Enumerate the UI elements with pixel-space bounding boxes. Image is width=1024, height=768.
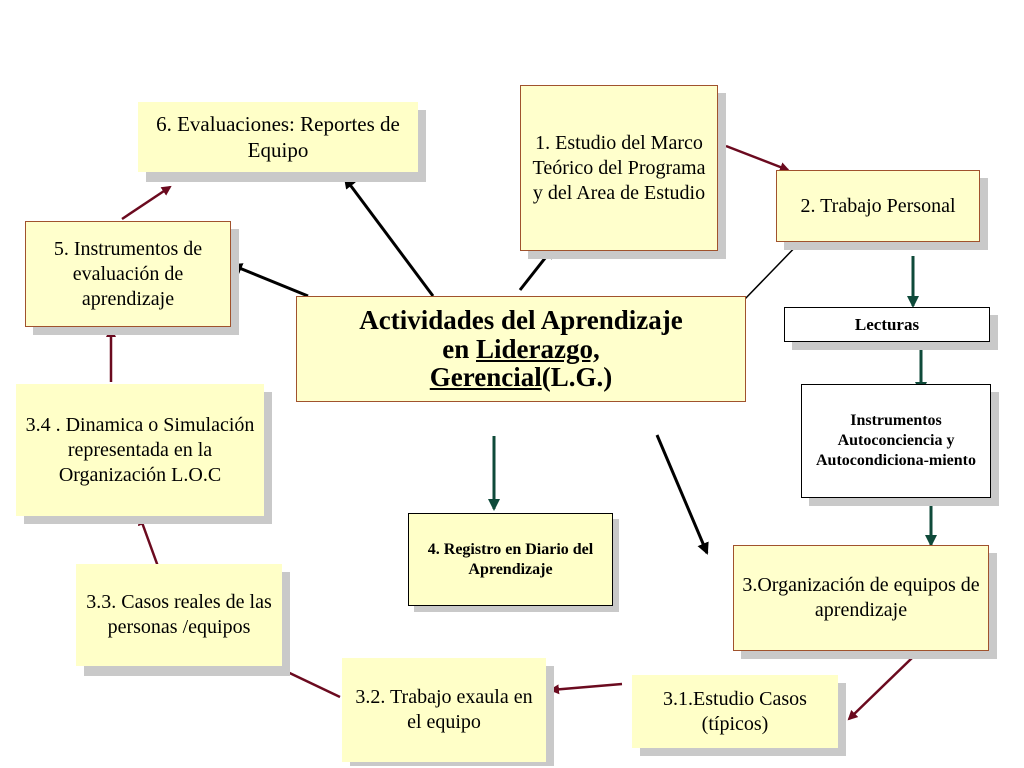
node-organizacion-equipos: 3.Organización de equipos de aprendizaje <box>733 545 989 651</box>
node-lecturas-label: Lecturas <box>854 314 920 334</box>
center-title-line3: Gerencial(L.G.) <box>430 363 612 391</box>
arrow-marco-to-personal <box>725 144 790 172</box>
arrow-center-to-instrumentoseval <box>230 263 309 298</box>
arrow-center-to-organizacion <box>655 434 709 555</box>
arrow-organizacion-to-casos <box>847 656 914 721</box>
center-title-line3-suffix: (L.G.) <box>541 362 613 393</box>
node-estudio-casos-label: 3.1.Estudio Casos (típicos) <box>663 687 807 735</box>
node-organizacion-equipos-label: 3.Organización de equipos de aprendizaje <box>742 574 980 621</box>
node-instrumentos-auto: Instrumentos Autoconciencia y Autocondic… <box>801 384 991 498</box>
node-trabajo-personal: 2. Trabajo Personal <box>776 170 980 242</box>
node-trabajo-exaula: 3.2. Trabajo exaula en el equipo <box>342 658 546 762</box>
center-title-line2: en Liderazgo, <box>442 335 599 363</box>
node-casos-reales-label: 3.3. Casos reales de las personas /equip… <box>86 591 272 638</box>
center-title-gerencial: Gerencial <box>429 362 542 393</box>
arrow-instrumentoseval-to-evaluaciones <box>121 185 172 221</box>
node-registro-diario-label: 4. Registro en Diario del Aprendizaje <box>427 540 594 578</box>
center-title-line2-prefix: en <box>442 333 476 364</box>
arrow-casosreales-to-dinamica <box>138 515 162 573</box>
node-estudio-marco-label: 1. Estudio del Marco Teórico del Program… <box>532 131 706 204</box>
node-trabajo-exaula-label: 3.2. Trabajo exaula en el equipo <box>355 686 533 733</box>
center-title-liderazgo: Liderazgo, <box>476 333 600 364</box>
node-estudio-casos: 3.1.Estudio Casos (típicos) <box>632 675 838 748</box>
center-title-line1: Actividades del Aprendizaje <box>359 305 683 336</box>
node-instrumentos-eval-label: 5. Instrumentos de evaluación de aprendi… <box>53 237 203 310</box>
node-evaluaciones-label: 6. Evaluaciones: Reportes de Equipo <box>156 111 400 162</box>
node-dinamica-label: 3.4 . Dinamica o Simulación representada… <box>25 413 255 486</box>
arrow-casos-to-exaula <box>549 682 623 695</box>
node-estudio-marco: 1. Estudio del Marco Teórico del Program… <box>520 85 718 251</box>
node-instrumentos-auto-label: Instrumentos Autoconciencia y Autocondic… <box>816 412 976 469</box>
node-center-title: Actividades del Aprendizaje en Liderazgo… <box>296 296 746 402</box>
node-casos-reales: 3.3. Casos reales de las personas /equip… <box>76 564 282 666</box>
node-lecturas: Lecturas <box>784 307 990 342</box>
node-instrumentos-eval: 5. Instrumentos de evaluación de aprendi… <box>25 221 231 327</box>
arrow-center-to-evaluaciones <box>343 176 435 297</box>
node-trabajo-personal-label: 2. Trabajo Personal <box>800 194 956 217</box>
node-dinamica: 3.4 . Dinamica o Simulación representada… <box>16 384 264 516</box>
node-registro-diario: 4. Registro en Diario del Aprendizaje <box>408 513 613 606</box>
node-evaluaciones: 6. Evaluaciones: Reportes de Equipo <box>138 102 418 172</box>
